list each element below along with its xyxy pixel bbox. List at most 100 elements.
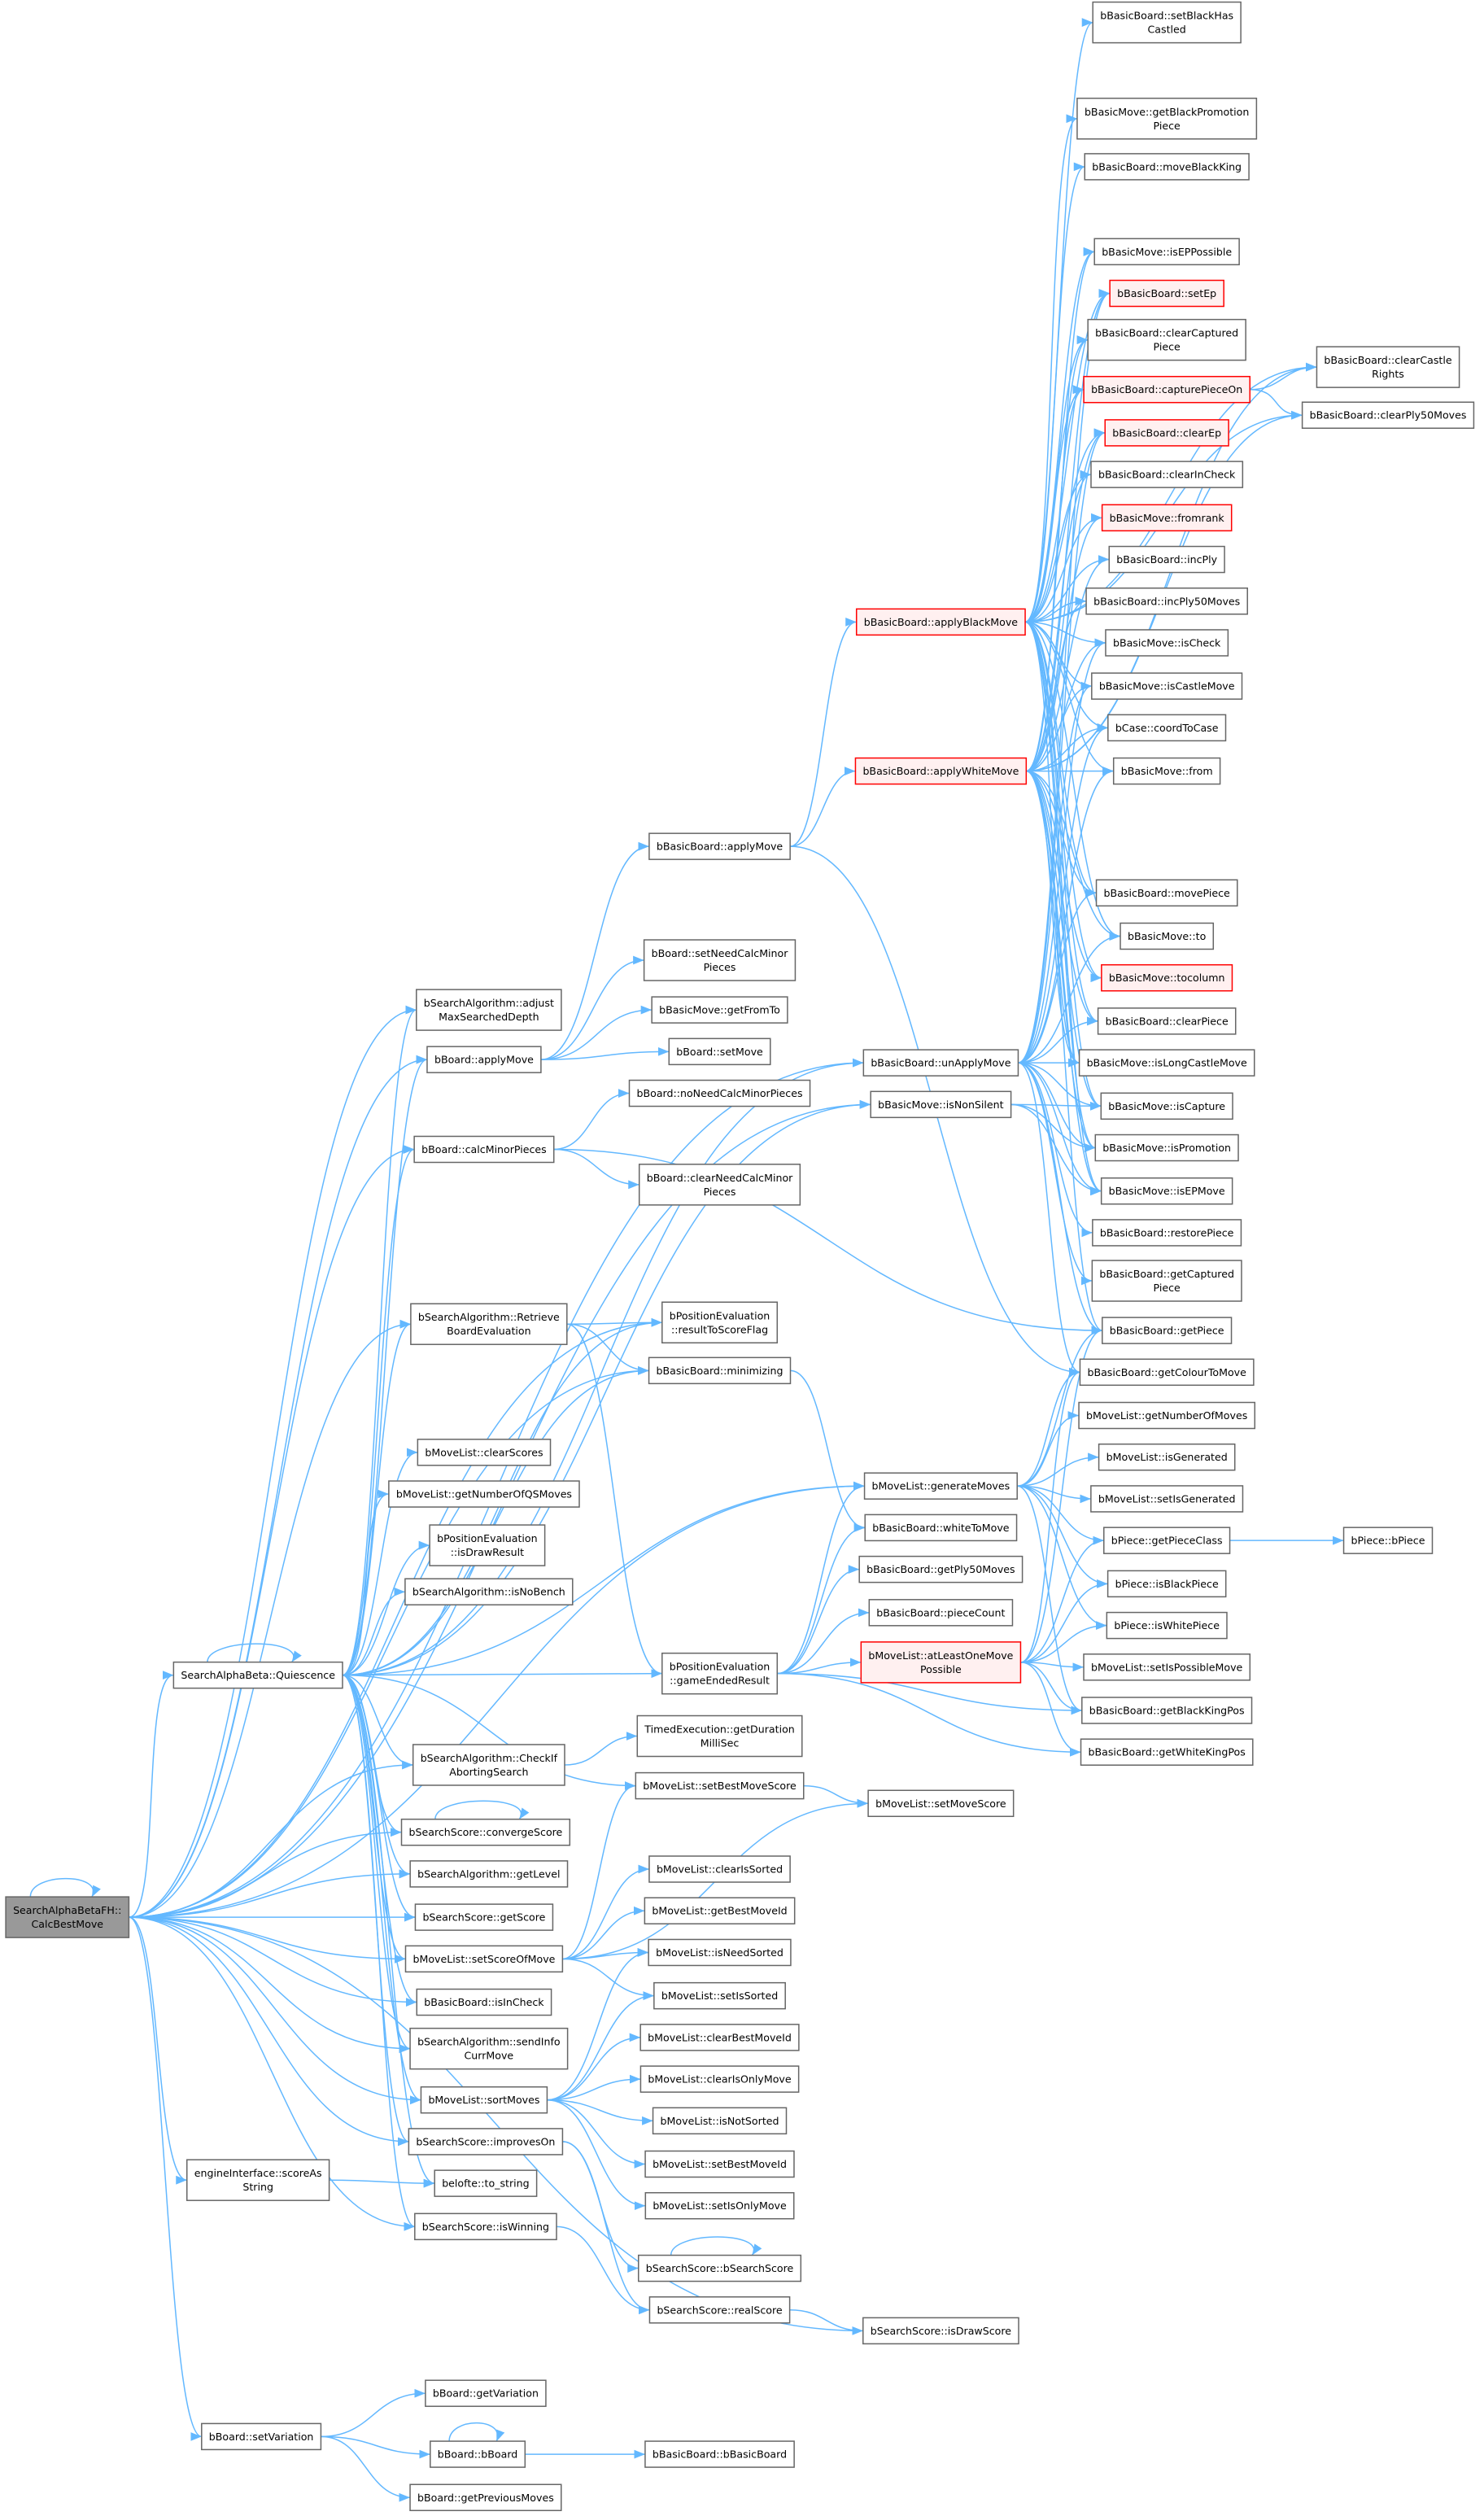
node-clearBestId[interactable]: bMoveList::clearBestMoveId	[639, 2024, 800, 2051]
node-getNumQS[interactable]: bMoveList::getNumberOfQSMoves	[388, 1480, 580, 1508]
node-getWhiteKing[interactable]: bBasicBoard::getWhiteKingPos	[1080, 1738, 1254, 1766]
node-clearInCheck[interactable]: bBasicBoard::clearInCheck	[1090, 461, 1244, 488]
node-clearScores[interactable]: bMoveList::clearScores	[417, 1439, 552, 1466]
node-tocolumn[interactable]: bBasicMove::tocolumn	[1101, 963, 1233, 992]
node-pieceCount[interactable]: bBasicBoard::pieceCount	[868, 1599, 1014, 1627]
node-clearOnly[interactable]: bMoveList::clearIsOnlyMove	[639, 2065, 800, 2093]
node-unApply[interactable]: bBasicBoard::unApplyMove	[862, 1049, 1019, 1077]
node-resultTo[interactable]: bPositionEvaluation::resultToScoreFlag	[661, 1301, 779, 1343]
node-bBasicBoard[interactable]: bBasicBoard::bBasicBoard	[644, 2440, 795, 2468]
node-isNotSorted[interactable]: bMoveList::isNotSorted	[652, 2107, 788, 2135]
node-getVariation[interactable]: bBoard::getVariation	[425, 2379, 547, 2407]
node-getPieceClass[interactable]: bPiece::getPieceClass	[1103, 1527, 1231, 1554]
node-getLevel[interactable]: bSearchAlgorithm::getLevel	[409, 1860, 569, 1888]
node-getScore[interactable]: bSearchScore::getScore	[414, 1903, 554, 1931]
node-isWinning[interactable]: bSearchScore::isWinning	[414, 2212, 557, 2241]
node-root[interactable]: SearchAlphaBetaFH::CalcBestMove	[5, 1896, 130, 1938]
node-getColour[interactable]: bBasicBoard::getColourToMove	[1079, 1358, 1255, 1387]
node-coordToCase[interactable]: bCase::coordToCase	[1107, 714, 1227, 742]
node-movePiece[interactable]: bBasicBoard::movePiece	[1095, 879, 1238, 907]
node-isCapture[interactable]: bBasicMove::isCapture	[1100, 1092, 1233, 1120]
node-isCastle[interactable]: bBasicMove::isCastleMove	[1091, 672, 1243, 700]
node-qui[interactable]: SearchAlphaBeta::Quiescence	[172, 1661, 343, 1689]
node-setMoveScore[interactable]: bMoveList::setMoveScore	[867, 1789, 1015, 1817]
node-isGenerated[interactable]: bMoveList::isGenerated	[1098, 1443, 1236, 1471]
node-gameEnded[interactable]: bPositionEvaluation::gameEndedResult	[661, 1652, 779, 1695]
node-clearIsSorted[interactable]: bMoveList::clearIsSorted	[648, 1855, 791, 1883]
node-fromrank[interactable]: bBasicMove::fromrank	[1101, 504, 1233, 532]
node-isNeedSorted[interactable]: bMoveList::isNeedSorted	[648, 1938, 792, 1967]
node-genMoves[interactable]: bMoveList::generateMoves	[863, 1472, 1018, 1500]
node-setBestId[interactable]: bMoveList::setBestMoveId	[644, 2150, 795, 2178]
node-setVar[interactable]: bBoard::setVariation	[201, 2422, 322, 2451]
node-from[interactable]: bBasicMove::from	[1112, 757, 1221, 785]
node-getFromTo[interactable]: bBasicMove::getFromTo	[651, 996, 788, 1024]
node-isNonSilent[interactable]: bBasicMove::isNonSilent	[870, 1090, 1012, 1119]
node-isDrawScore[interactable]: bSearchScore::isDrawScore	[862, 2317, 1019, 2345]
node-applyWhite[interactable]: bBasicBoard::applyWhiteMove	[854, 757, 1028, 785]
node-clearPiece[interactable]: bBasicBoard::clearPiece	[1097, 1007, 1237, 1035]
node-moveBlackKing[interactable]: bBasicBoard::moveBlackKing	[1084, 153, 1250, 181]
node-toString[interactable]: belofte::to_string	[434, 2169, 538, 2197]
node-improvesOn[interactable]: bSearchScore::improvesOn	[408, 2128, 564, 2156]
node-converge[interactable]: bSearchScore::convergeScore	[400, 1818, 571, 1846]
node-baApply[interactable]: bBasicBoard::applyMove	[648, 832, 791, 860]
node-setScoreOf[interactable]: bMoveList::setScoreOfMove	[404, 1945, 564, 1973]
node-setIsOnly[interactable]: bMoveList::setIsOnlyMove	[644, 2191, 795, 2220]
node-noNeed[interactable]: bBoard::noNeedCalcMinorPieces	[628, 1079, 811, 1107]
node-isDrawRes[interactable]: bPositionEvaluation::isDrawResult	[429, 1524, 546, 1566]
node-isNoBench[interactable]: bSearchAlgorithm::isNoBench	[404, 1578, 574, 1605]
node-isEPPossible[interactable]: bBasicMove::isEPPossible	[1093, 238, 1240, 266]
node-getBestId[interactable]: bMoveList::getBestMoveId	[644, 1897, 796, 1924]
node-getPrev[interactable]: bBoard::getPreviousMoves	[409, 2483, 562, 2512]
node-getPiece[interactable]: bBasicBoard::getPiece	[1102, 1317, 1233, 1344]
node-setBestMS[interactable]: bMoveList::setBestMoveScore	[635, 1771, 805, 1800]
node-minimizing[interactable]: bBasicBoard::minimizing	[648, 1356, 792, 1385]
node-incPly[interactable]: bBasicBoard::incPly	[1108, 545, 1225, 574]
node-whiteToMove[interactable]: bBasicBoard::whiteToMove	[864, 1514, 1018, 1542]
node-clearPly50[interactable]: bBasicBoard::clearPly50Moves	[1301, 401, 1475, 429]
node-isInCheck[interactable]: bBasicBoard::isInCheck	[416, 1988, 552, 2016]
node-getBlackKing[interactable]: bBasicBoard::getBlackKingPos	[1081, 1697, 1253, 1724]
node-incPly50[interactable]: bBasicBoard::incPly50Moves	[1085, 588, 1248, 615]
node-retrieve[interactable]: bSearchAlgorithm::RetrieveBoardEvaluatio…	[410, 1303, 568, 1345]
node-capturePieceOn[interactable]: bBasicBoard::capturePieceOn	[1083, 375, 1250, 404]
node-getNumMoves[interactable]: bMoveList::getNumberOfMoves	[1078, 1401, 1256, 1430]
node-realScore[interactable]: bSearchScore::realScore	[648, 2296, 791, 2324]
node-bBoard[interactable]: bBoard::bBoard	[430, 2440, 526, 2468]
node-isWhitePiece[interactable]: bPiece::isWhitePiece	[1106, 1611, 1228, 1640]
node-bApply[interactable]: bBoard::applyMove	[426, 1046, 542, 1073]
node-clearEp[interactable]: bBasicBoard::clearEp	[1104, 419, 1229, 447]
node-setIsPossible[interactable]: bMoveList::setIsPossibleMove	[1083, 1653, 1251, 1681]
node-setIsGenerated[interactable]: bMoveList::setIsGenerated	[1090, 1485, 1244, 1513]
node-setMove[interactable]: bBoard::setMove	[668, 1037, 771, 1066]
node-bPiece[interactable]: bPiece::bPiece	[1342, 1527, 1434, 1554]
node-setIsSorted[interactable]: bMoveList::setIsSorted	[653, 1981, 786, 2010]
node-sortMoves[interactable]: bMoveList::sortMoves	[420, 2086, 548, 2114]
node-isCheck[interactable]: bBasicMove::isCheck	[1105, 629, 1229, 657]
node-to[interactable]: bBasicMove::to	[1120, 922, 1215, 950]
node-isBlackPiece[interactable]: bPiece::isBlackPiece	[1106, 1570, 1227, 1598]
node-bSS[interactable]: bSearchScore::bSearchScore	[637, 2254, 802, 2282]
node-calcMinor[interactable]: bBoard::calcMinorPieces	[413, 1135, 555, 1164]
node-getPly50[interactable]: bBasicBoard::getPly50Moves	[858, 1555, 1024, 1583]
node-setEp[interactable]: bBasicBoard::setEp	[1109, 279, 1224, 308]
node-isEPMove[interactable]: bBasicMove::isEPMove	[1100, 1177, 1233, 1205]
node-applyBlack[interactable]: bBasicBoard::applyBlackMove	[855, 608, 1026, 636]
node-isPromotion[interactable]: bBasicMove::isPromotion	[1094, 1134, 1239, 1162]
node-restorePiece[interactable]: bBasicBoard::restorePiece	[1092, 1219, 1242, 1247]
node-isLongCastle[interactable]: bBasicMove::isLongCastleMove	[1078, 1049, 1255, 1077]
